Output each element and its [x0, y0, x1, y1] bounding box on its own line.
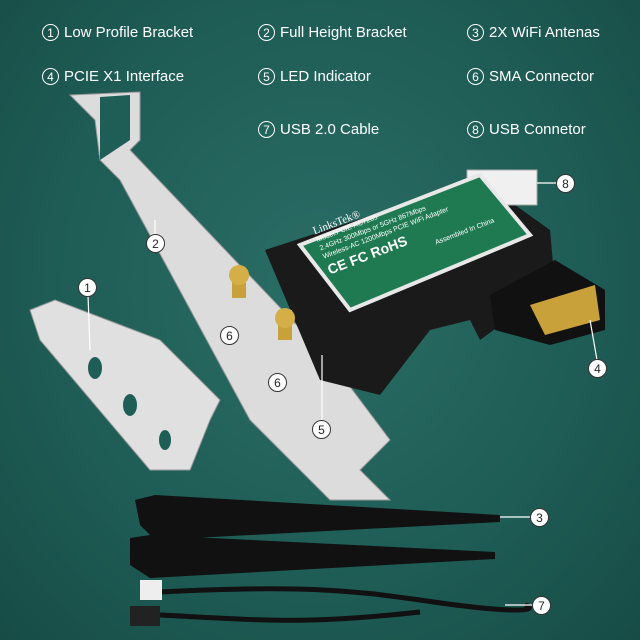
- legend-number: 2: [258, 24, 275, 41]
- wifi-antenna: [135, 495, 500, 540]
- legend-text: Low Profile Bracket: [64, 24, 194, 41]
- legend-number: 8: [467, 121, 484, 138]
- wifi-antenna: [130, 535, 495, 578]
- legend-number: 6: [467, 68, 484, 85]
- legend-number: 7: [258, 121, 275, 138]
- legend-item-1: 1 Low Profile Bracket: [42, 24, 193, 41]
- callout-8: 8: [556, 174, 575, 193]
- callout-6: 6: [268, 373, 287, 392]
- legend-item-7: 7 USB 2.0 Cable: [258, 121, 379, 138]
- usb-cable: [159, 586, 532, 613]
- legend-text: 2X WiFi Antenas: [489, 24, 600, 41]
- legend-number: 4: [42, 68, 59, 85]
- legend-number: 1: [42, 24, 59, 41]
- legend-text: LED Indicator: [280, 68, 371, 85]
- callout-6: 6: [220, 326, 239, 345]
- callout-1: 1: [78, 278, 97, 297]
- legend-text: Full Height Bracket: [280, 24, 407, 41]
- legend-text: USB 2.0 Cable: [280, 121, 380, 138]
- legend-text: PCIE X1 Interface: [64, 68, 185, 85]
- product-label: [296, 172, 534, 313]
- legend-number: 3: [467, 24, 484, 41]
- legend-number: 5: [258, 68, 275, 85]
- legend-text: USB Connetor: [489, 121, 586, 138]
- legend-text: SMA Connector: [489, 68, 595, 85]
- legend-item-3: 3 2X WiFi Antenas: [467, 24, 600, 41]
- legend-item-5: 5 LED Indicator: [258, 68, 371, 85]
- legend-item-6: 6 SMA Connector: [467, 68, 594, 85]
- legend-item-8: 8 USB Connetor: [467, 121, 586, 138]
- callout-4: 4: [588, 359, 607, 378]
- callout-3: 3: [530, 508, 549, 527]
- low-profile-bracket: [29, 299, 221, 471]
- full-height-bracket: [68, 91, 392, 501]
- callout-2: 2: [146, 234, 165, 253]
- callout-7: 7: [532, 596, 551, 615]
- legend-item-4: 4 PCIE X1 Interface: [42, 68, 184, 85]
- legend-item-2: 2 Full Height Bracket: [258, 24, 407, 41]
- callout-5: 5: [312, 420, 331, 439]
